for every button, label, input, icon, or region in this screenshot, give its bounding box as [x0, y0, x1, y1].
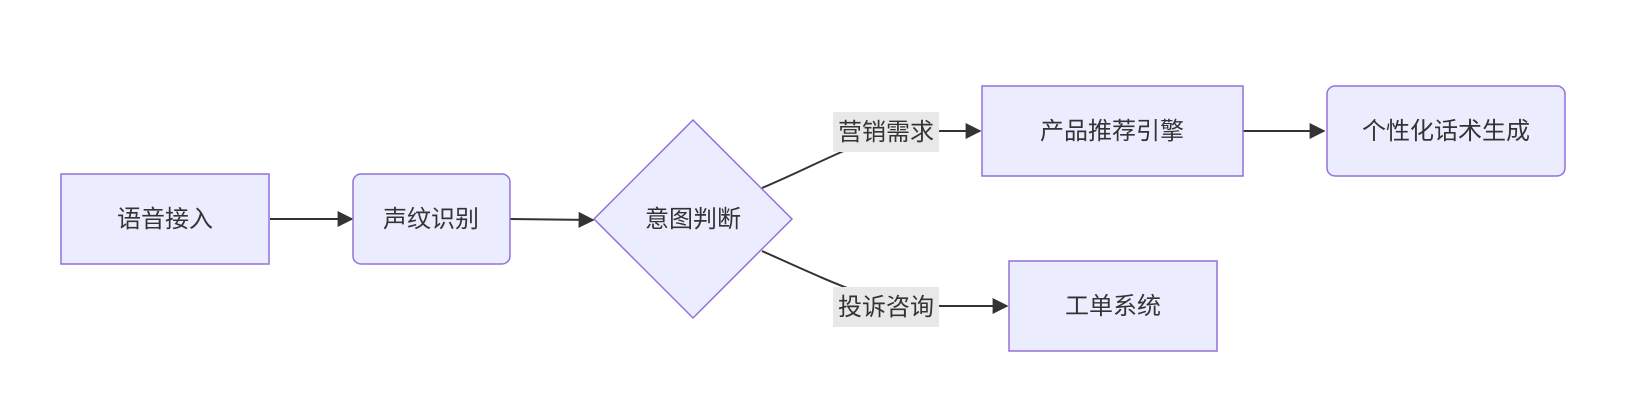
node-script-gen-label: 个性化话术生成: [1362, 117, 1530, 145]
edge-label-marketing-text: 营销需求: [838, 118, 934, 146]
node-intent: 意图判断: [592, 118, 794, 320]
node-script-gen: 个性化话术生成: [1326, 85, 1566, 177]
node-voiceprint-label: 声纹识别: [383, 205, 479, 233]
edge-voiceprint-to-intent: [509, 211, 595, 228]
node-intent-label: 意图判断: [645, 205, 741, 233]
edge-label-marketing: 营销需求: [833, 112, 939, 152]
node-recommend-engine-label: 产品推荐引擎: [1040, 117, 1184, 145]
node-ticket-system-label: 工单系统: [1065, 292, 1161, 320]
node-voice-input: 语音接入: [60, 173, 270, 265]
edge-label-complaint-text: 投诉咨询: [838, 293, 934, 321]
node-voice-input-label: 语音接入: [117, 205, 213, 233]
node-ticket-system: 工单系统: [1008, 260, 1218, 352]
node-recommend-engine: 产品推荐引擎: [981, 85, 1244, 177]
node-voiceprint: 声纹识别: [352, 173, 511, 265]
edge-label-complaint: 投诉咨询: [833, 287, 939, 327]
